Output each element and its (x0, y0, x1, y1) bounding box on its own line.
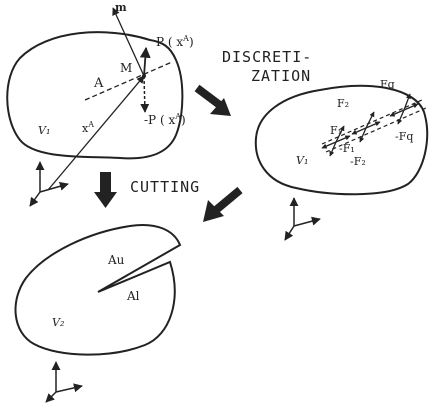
discretization-label-line2: ZATION (251, 67, 311, 85)
discretized-body-outline (254, 84, 429, 196)
point-m (142, 74, 146, 78)
force-minus-label: -P ( xA) (144, 112, 186, 127)
lower-lip-label: Al (126, 289, 140, 303)
normal-label: m (115, 1, 127, 14)
force-minus-arrow (140, 75, 150, 113)
discretized-volume-label: V₁ (296, 154, 308, 167)
force-f2-label: F₂ (337, 97, 349, 110)
normal-vector (112, 7, 145, 77)
cut-body-outline (14, 224, 182, 356)
force-pair-q (389, 93, 419, 125)
force-pair-2 (351, 111, 381, 143)
cutting-down-arrow (94, 172, 117, 208)
upper-lip-label: Au (107, 253, 125, 267)
force-pair-1 (321, 125, 351, 157)
discretized-body: F₂ F₁ -F₁ -F₂ Fq -Fq V₁ (254, 78, 429, 241)
volume-label: V₁ (38, 124, 50, 137)
original-body: m A M V₁ xA P ( xA) -P ( xA) (6, 1, 194, 207)
cut-volume-label: V₂ (52, 316, 64, 329)
original-body-outline (6, 31, 184, 160)
force-fq-label: Fq (380, 78, 395, 91)
point-label: M (120, 61, 132, 75)
force-mf2-label: -F₂ (350, 155, 366, 168)
area-label: A (93, 76, 104, 91)
position-label: xA (82, 120, 94, 135)
cut-body: Au Al V₂ (14, 224, 182, 403)
axes-cut (45, 361, 83, 403)
axes-original (29, 161, 69, 207)
discretization-label-line1: DISCRETI- (222, 48, 312, 66)
cutting-diagonal-arrow (203, 186, 243, 222)
axes-discretized (284, 197, 321, 241)
discretized-surface-lower (325, 107, 427, 153)
force-mf1-label: -F₁ (339, 142, 355, 155)
cutting-label: CUTTING (130, 178, 200, 196)
force-plus-label: P ( xA) (156, 34, 194, 49)
force-f1-label: F₁ (330, 124, 342, 137)
force-plus-arrow (139, 46, 151, 77)
force-mfq-label: -Fq (395, 130, 413, 143)
discretization-arrow (194, 84, 231, 116)
position-vector (47, 75, 145, 191)
